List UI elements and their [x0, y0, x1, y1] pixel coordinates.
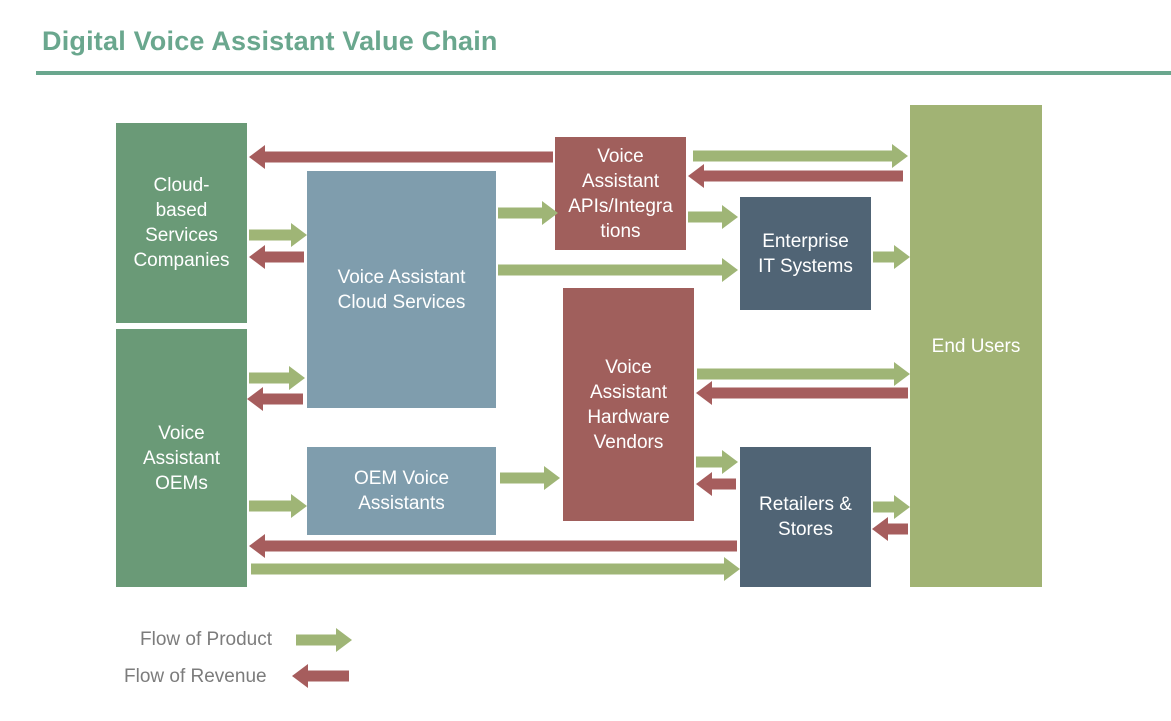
legend-revenue-label: Flow of Revenue	[124, 666, 267, 687]
node-voice-assistant-oems: Voice Assistant OEMs	[116, 329, 247, 587]
revenue-arrow-retailers-to-hardware	[696, 472, 736, 496]
legend-revenue-swatch	[292, 664, 349, 688]
product-arrow-cloud-services-to-apis	[498, 201, 558, 225]
node-enterprise-it-systems: Enterprise IT Systems	[740, 197, 871, 310]
product-arrow-hardware-to-retailers	[696, 450, 738, 474]
node-voice-assistant-cloud-services: Voice Assistant Cloud Services	[307, 171, 496, 408]
product-arrow-apis-to-enterprise	[688, 205, 738, 229]
product-arrow-enterprise-to-end-users	[873, 245, 910, 269]
legend-product-label: Flow of Product	[140, 629, 272, 650]
node-voice-assistant-hardware-vendors: Voice Assistant Hardware Vendors	[563, 288, 694, 521]
revenue-arrow-retailers-to-oems	[249, 534, 737, 558]
product-arrow-oems-to-cloud-services	[249, 366, 305, 390]
revenue-arrow-end-users-to-apis	[688, 164, 903, 188]
revenue-arrow-cloud-services-to-oems	[247, 387, 303, 411]
product-arrow-cloud-companies-to-cloud-services	[249, 223, 307, 247]
product-arrow-oems-to-retailers	[251, 557, 740, 581]
product-arrow-retailers-to-end-users	[873, 495, 910, 519]
revenue-arrow-end-users-to-hardware	[696, 381, 908, 405]
revenue-arrow-cloud-services-to-cloud-companies	[249, 245, 304, 269]
revenue-arrow-apis-to-cloud-companies	[249, 145, 553, 169]
product-arrow-oems-to-oem-assistants	[249, 494, 307, 518]
title-divider	[36, 71, 1171, 75]
revenue-arrow-end-users-to-retailers	[872, 517, 908, 541]
product-arrow-apis-to-end-users	[693, 144, 908, 168]
product-arrow-hardware-to-end-users	[697, 362, 910, 386]
product-arrow-cloud-services-to-enterprise	[498, 258, 738, 282]
product-arrow-oem-assistants-to-hardware	[500, 466, 560, 490]
node-oem-voice-assistants: OEM Voice Assistants	[307, 447, 496, 535]
node-voice-assistant-apis: Voice Assistant APIs/Integra tions	[555, 137, 686, 250]
node-cloud-services-companies: Cloud- based Services Companies	[116, 123, 247, 323]
legend-product-swatch	[296, 628, 352, 652]
diagram-title: Digital Voice Assistant Value Chain	[42, 26, 498, 56]
node-end-users: End Users	[910, 105, 1042, 587]
node-retailers-and-stores: Retailers & Stores	[740, 447, 871, 587]
